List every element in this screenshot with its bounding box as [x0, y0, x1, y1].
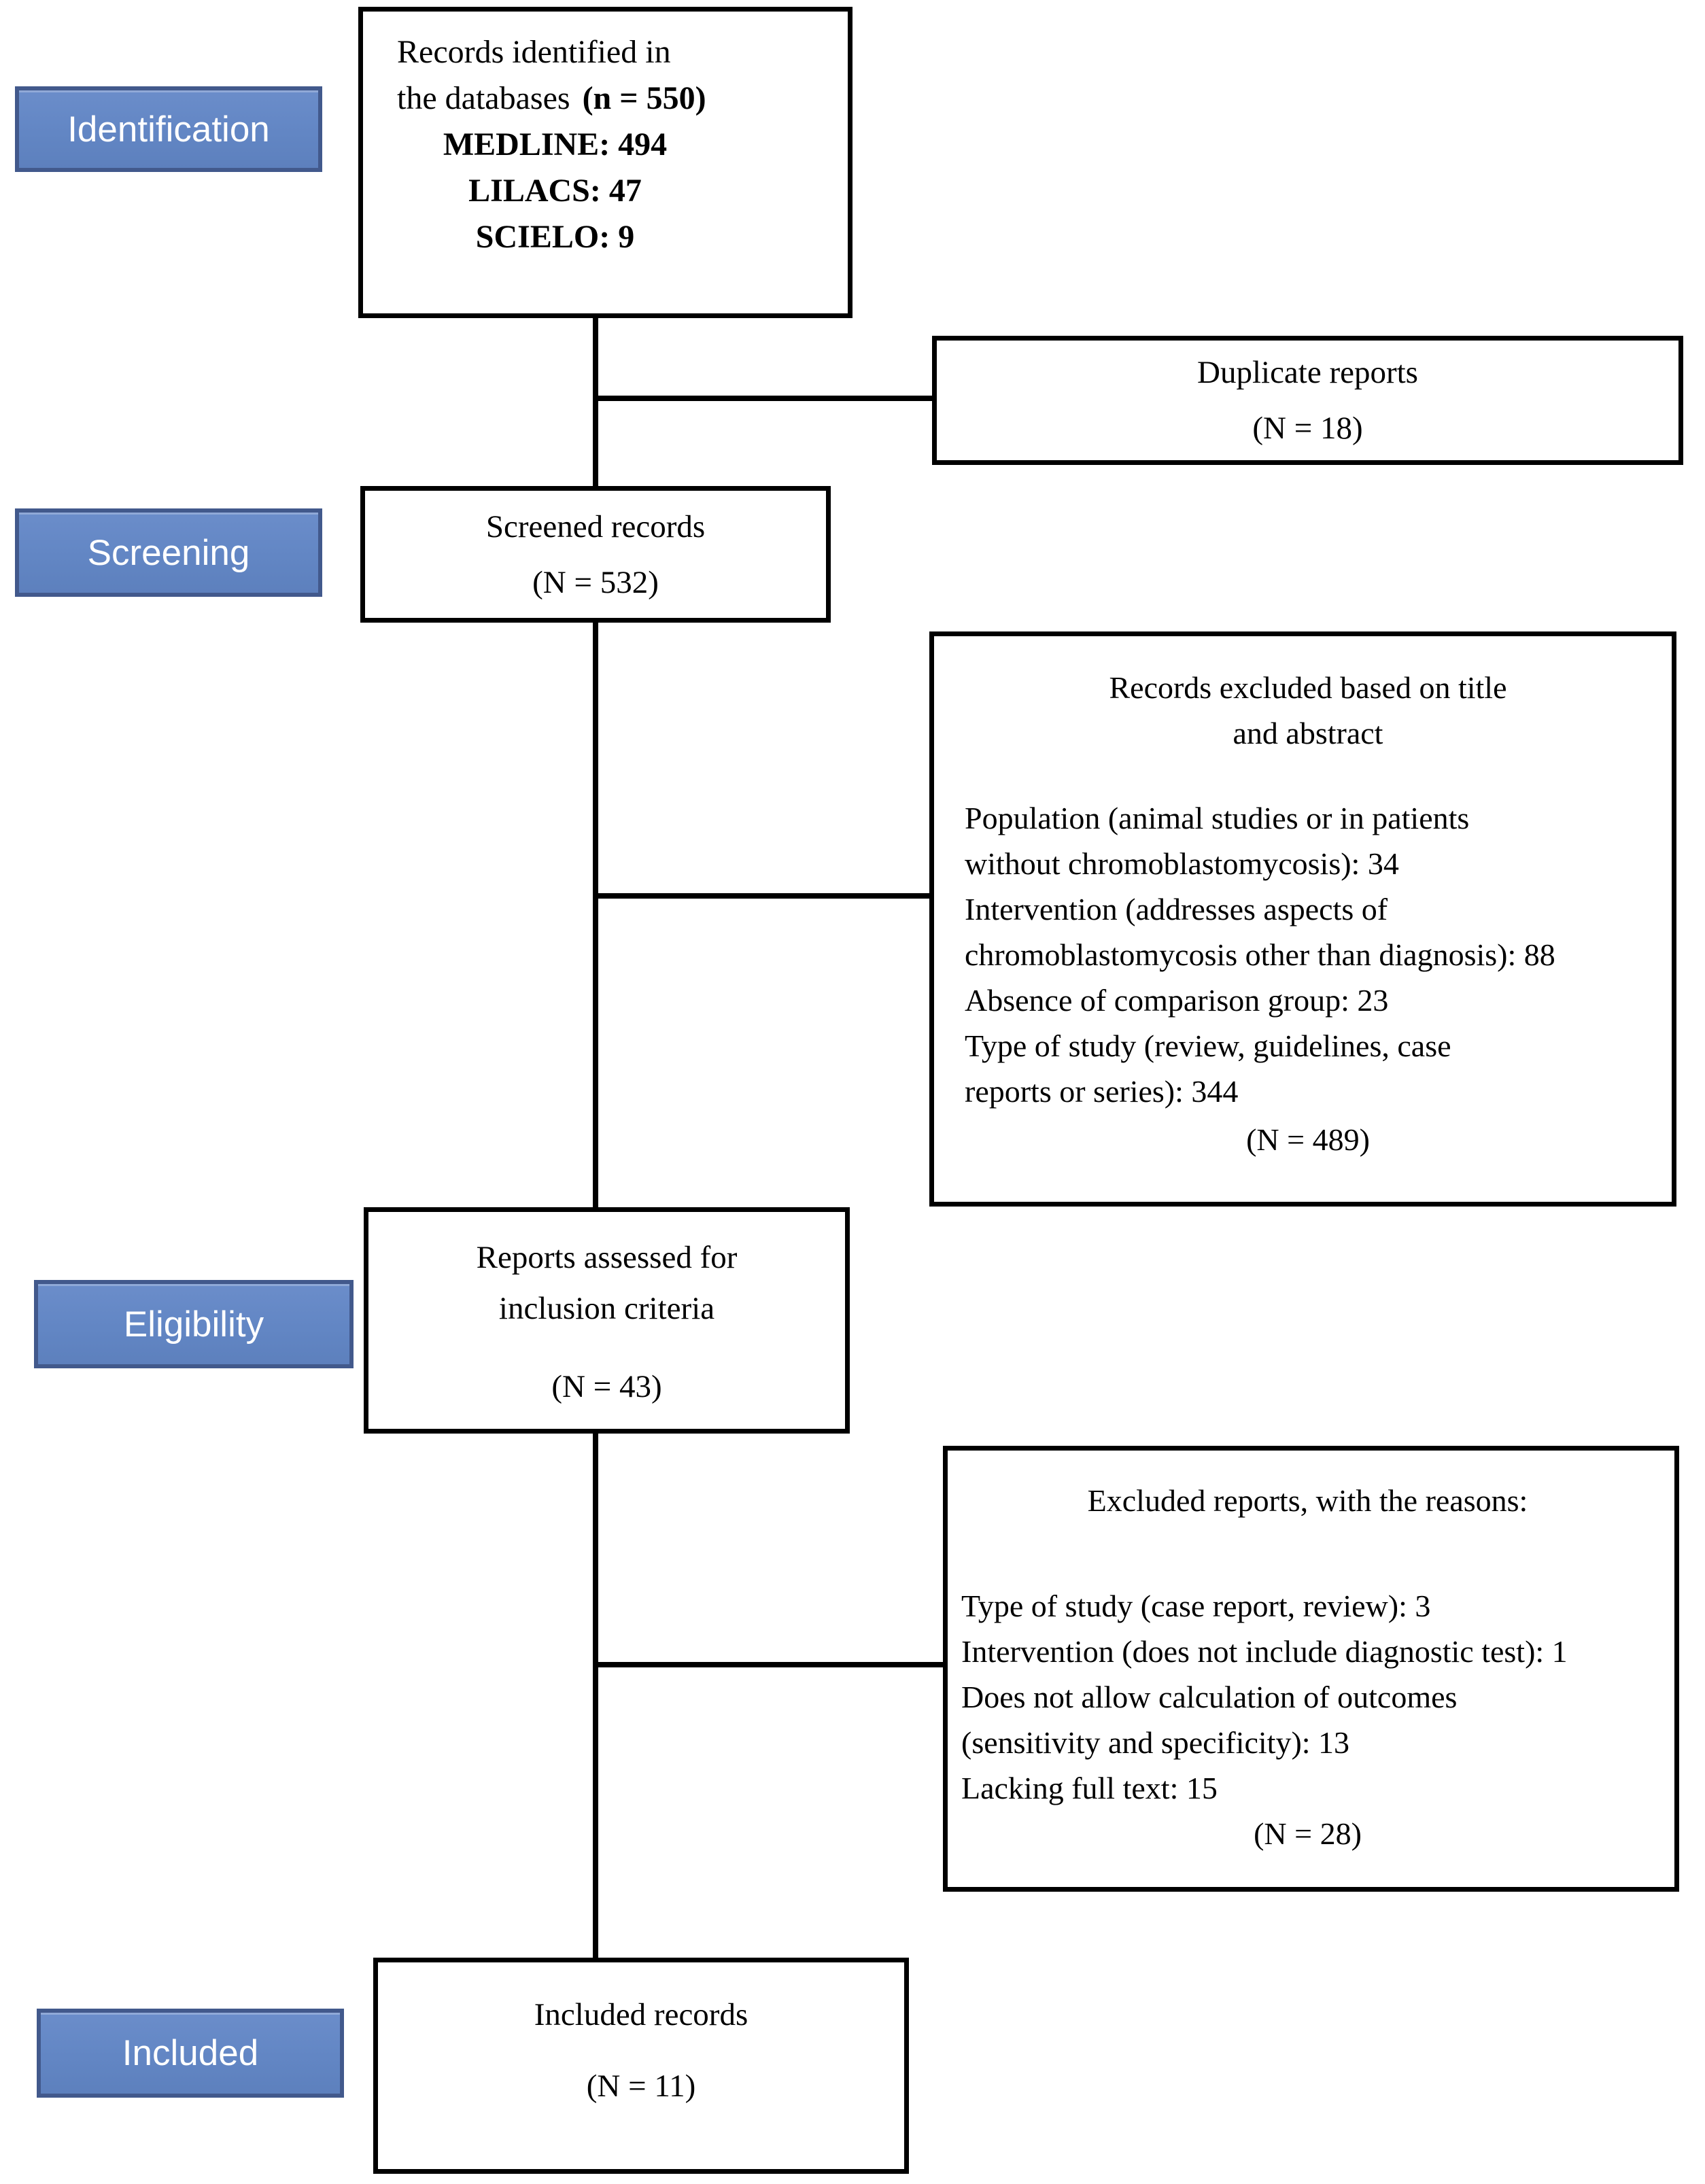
- stage-label-identification: Identification: [15, 86, 322, 172]
- included-records-title: Included records: [534, 1997, 748, 2032]
- source-scielo: SCIELO: 9: [475, 219, 635, 255]
- connector-trunk-identified-to-screened: [593, 318, 598, 486]
- records-identified-line1: Records identified in: [397, 34, 671, 70]
- box-screened-records: Screened records (N = 532): [360, 486, 831, 623]
- reports-assessed-count: (N = 43): [551, 1369, 662, 1404]
- box-duplicate-reports: Duplicate reports (N = 18): [932, 336, 1683, 465]
- source-lilacs: LILACS: 47: [468, 173, 642, 209]
- screened-records-count: (N = 532): [532, 564, 659, 600]
- records-excluded-title: Records excluded based on title and abst…: [1109, 670, 1507, 750]
- connector-branch-duplicate-reports: [598, 396, 932, 401]
- records-identified-line2: the databases(n = 550): [397, 80, 706, 116]
- excluded-reason-outcomes: Does not allow calculation of outcomes (…: [961, 1680, 1458, 1760]
- box-excluded-reports-reasons: Excluded reports, with the reasons: Type…: [943, 1446, 1679, 1892]
- stage-label-identification-text: Identification: [67, 109, 270, 150]
- exclusion-reason-intervention: Intervention (addresses aspects of chrom…: [965, 892, 1555, 972]
- connector-branch-records-excluded: [598, 893, 929, 899]
- stage-label-eligibility-text: Eligibility: [123, 1304, 264, 1345]
- box-records-excluded-title-abstract: Records excluded based on title and abst…: [929, 631, 1676, 1207]
- duplicate-reports-title: Duplicate reports: [1197, 355, 1418, 390]
- excluded-reports-count: (N = 28): [1254, 1816, 1362, 1851]
- duplicate-reports-count: (N = 18): [1252, 411, 1363, 446]
- excluded-reason-study-type: Type of study (case report, review): 3: [961, 1589, 1431, 1623]
- connector-trunk-screened-to-assessed: [593, 623, 598, 1207]
- stage-label-included: Included: [37, 2009, 344, 2098]
- stage-label-eligibility: Eligibility: [34, 1280, 354, 1368]
- source-medline: MEDLINE: 494: [443, 126, 668, 162]
- box-records-identified: Records identified in the databases(n = …: [358, 7, 852, 318]
- stage-label-screening: Screening: [15, 508, 322, 597]
- screened-records-title: Screened records: [485, 508, 706, 544]
- exclusion-reason-comparison: Absence of comparison group: 23: [965, 983, 1389, 1018]
- excluded-reason-intervention: Intervention (does not include diagnosti…: [961, 1634, 1568, 1669]
- exclusion-reason-population: Population (animal studies or in patient…: [965, 801, 1470, 881]
- records-excluded-count: (N = 489): [1246, 1122, 1370, 1157]
- connector-branch-excluded-reports: [598, 1662, 943, 1667]
- excluded-reason-full-text: Lacking full text: 15: [961, 1771, 1218, 1805]
- box-included-records: Included records (N = 11): [373, 1958, 909, 2174]
- reports-assessed-title: Reports assessed for inclusion criteria: [476, 1240, 738, 1326]
- connector-trunk-assessed-to-included: [593, 1434, 598, 1958]
- exclusion-reason-study-type: Type of study (review, guidelines, case …: [965, 1028, 1451, 1109]
- stage-label-included-text: Included: [122, 2033, 259, 2073]
- excluded-reports-title: Excluded reports, with the reasons:: [1087, 1483, 1528, 1518]
- stage-label-screening-text: Screening: [87, 532, 250, 573]
- box-reports-assessed: Reports assessed for inclusion criteria …: [364, 1207, 850, 1434]
- records-identified-total-count: (n = 550): [582, 80, 706, 116]
- included-records-count: (N = 11): [586, 2068, 696, 2104]
